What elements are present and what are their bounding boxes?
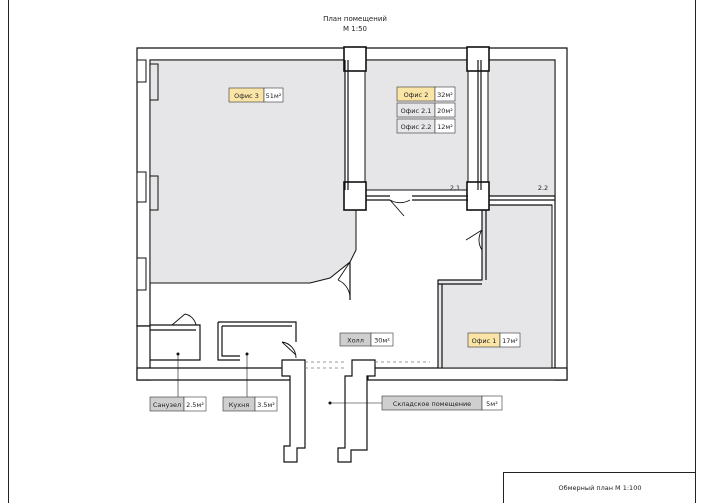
office1-area: 17м² [502, 337, 518, 345]
interior-walls [150, 60, 555, 368]
wc-area: 2.5м² [186, 401, 204, 409]
office2-name: Офис 2 [404, 91, 429, 99]
room-office22 [487, 59, 556, 197]
office3-area: 51м² [266, 92, 282, 100]
plan-title: План помещений [323, 15, 387, 23]
kitchen-area: 3.5м² [257, 401, 275, 409]
wc-name: Санузел [153, 401, 181, 409]
label-office21: Офис 2.1 20м² [396, 102, 456, 118]
leader-lines [176, 352, 382, 405]
label-office3: Офис 3 51м² [228, 87, 284, 103]
storage-name: Складское помещение [393, 400, 471, 408]
office22-area: 12м² [437, 123, 453, 131]
plan-title-block: План помещений М 1:50 [0, 14, 710, 34]
entrance-walls [281, 359, 376, 463]
entrance-dashes [305, 361, 430, 369]
plan-scale: М 1:50 [343, 25, 367, 33]
column-3 [343, 181, 367, 211]
hall-area: 30м² [374, 337, 390, 345]
doors [171, 199, 483, 359]
office2-area: 32м² [437, 91, 453, 99]
office21-name: Офис 2.1 [401, 107, 432, 115]
office1-name: Офис 1 [472, 337, 497, 345]
drawing-stamp: Обмерный план М 1:100 [503, 472, 696, 503]
stamp-text: Обмерный план М 1:100 [558, 484, 642, 492]
label-kitchen: Кухня 3.5м² [222, 396, 278, 412]
label-office1: Офис 1 17м² [467, 332, 521, 348]
kitchen-name: Кухня [229, 401, 250, 409]
storage-area: 5м² [486, 400, 498, 408]
column-1 [343, 46, 367, 72]
label-office2: Офис 2 32м² [396, 86, 456, 102]
label-storage: Складское помещение 5м² [381, 395, 503, 411]
office22-name: Офис 2.2 [401, 123, 432, 131]
mark-2-2: 2.2 [538, 184, 548, 192]
label-office22: Офис 2.2 12м² [396, 118, 456, 134]
left-wall-windows [136, 59, 159, 291]
label-wc: Санузел 2.5м² [149, 396, 207, 412]
room-fills [149, 59, 556, 369]
office21-area: 20м² [437, 107, 453, 115]
drawing-sheet [8, 0, 696, 503]
mark-2-1: 2.1 [450, 184, 460, 192]
office3-name: Офис 3 [234, 92, 259, 100]
hall-name: Холл [347, 337, 364, 345]
label-hall: Холл 30м² [339, 332, 394, 347]
